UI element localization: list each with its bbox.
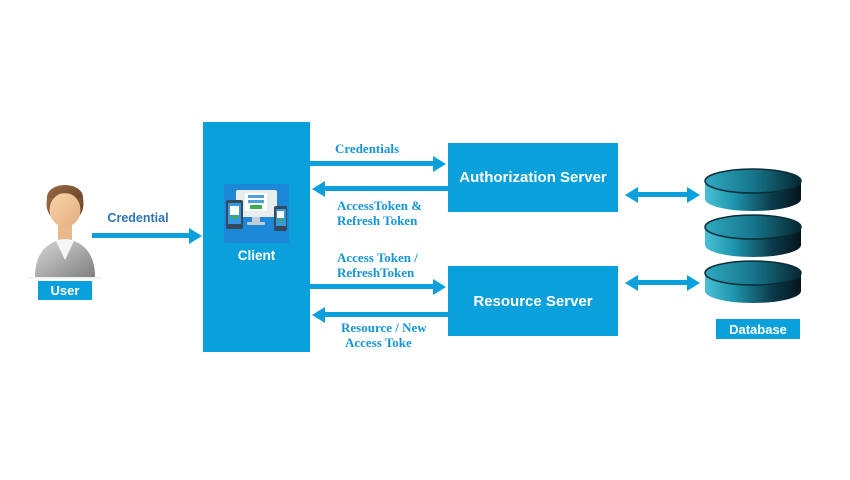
user-icon — [28, 185, 102, 279]
arrow-resource-to-client — [312, 306, 448, 323]
resource-server-label: Resource Server — [473, 292, 593, 310]
flow-label-auth-to-client-line2: Refresh Token — [337, 213, 418, 228]
tablet-icon — [226, 200, 243, 229]
flow-label-auth-to-client: AccessToken & Refresh Token — [337, 198, 422, 228]
resource-server-node: Resource Server — [448, 266, 618, 336]
authorization-server-label: Authorization Server — [459, 169, 607, 186]
arrow-user-to-client — [92, 227, 202, 244]
flow-label-user-to-client: Credential — [107, 211, 169, 225]
client-node-label: Client — [237, 248, 276, 263]
database-icon — [704, 168, 802, 303]
database-disk-middle — [704, 214, 802, 257]
database-label-text: Database — [729, 321, 787, 337]
flow-label-resource-to-client-line1: Resource / New — [341, 320, 427, 335]
phone-icon — [274, 206, 287, 231]
database-disk-top — [704, 168, 802, 211]
user-label-text: User — [50, 283, 80, 298]
flow-label-resource-to-client-line2: Access Toke — [345, 335, 412, 350]
user-node-label: User — [38, 281, 92, 300]
arrow-client-to-auth — [310, 155, 446, 172]
database-disk-bottom — [704, 260, 802, 303]
flow-label-client-to-resource-line1: Access Token / — [337, 250, 418, 265]
flow-label-client-to-resource-line2: RefreshToken — [337, 265, 415, 280]
client-node: Client — [203, 122, 310, 352]
arrow-client-to-resource — [310, 278, 446, 295]
client-devices-icon — [224, 184, 289, 243]
flow-label-client-to-auth: Credentials — [335, 141, 400, 156]
flow-label-auth-to-client-line1: AccessToken & — [337, 198, 423, 213]
flow-label-client-to-resource: Access Token / RefreshToken — [337, 250, 418, 280]
arrow-auth-to-client — [312, 180, 448, 197]
database-node-label: Database — [716, 319, 800, 339]
arrow-resource-database — [625, 274, 700, 291]
authorization-server-node: Authorization Server — [448, 143, 618, 212]
arrow-auth-database — [625, 186, 700, 203]
flow-label-resource-to-client: Resource / New Access Toke — [341, 320, 427, 350]
